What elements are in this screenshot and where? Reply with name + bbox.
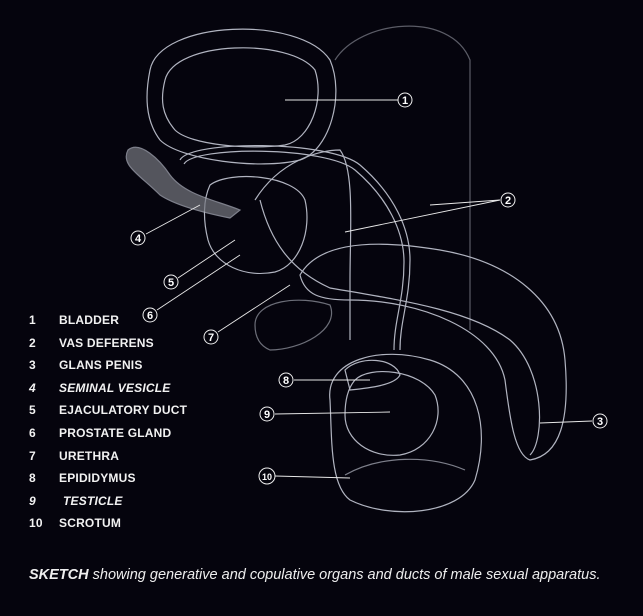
legend-num: 2	[29, 335, 36, 350]
caption-bold: SKETCH	[29, 567, 89, 583]
legend-item: 5 EJACULATORY DUCT	[29, 403, 187, 426]
legend-label: EJACULATORY DUCT	[59, 403, 188, 418]
epididymus	[344, 359, 401, 391]
legend-label: SCROTUM	[59, 516, 122, 531]
testicle	[344, 370, 439, 456]
legend-item: 4 SEMINAL VESICLE	[29, 381, 187, 404]
body-outline	[334, 25, 471, 330]
legend: 1 BLADDER 2 VAS DEFERENS 3 GLANS PENIS 4 SEM…	[29, 313, 187, 539]
legend-label: VAS DEFERENS	[59, 335, 154, 350]
legend-num: 7	[29, 448, 36, 463]
caption: SKETCH showing generative and copulative…	[29, 566, 619, 584]
vas-deferens	[179, 144, 411, 351]
callout-8: 8	[283, 375, 289, 387]
callout-1: 1	[402, 95, 408, 107]
legend-item: 1 BLADDER	[29, 313, 187, 336]
bladder	[146, 28, 337, 165]
caption-text: showing generative and copulative organs…	[88, 567, 601, 583]
legend-num: 5	[29, 403, 36, 418]
legend-label: TESTICLE	[63, 493, 123, 508]
urethra	[259, 199, 541, 456]
legend-label: BLADDER	[59, 313, 120, 327]
callout-9: 9	[264, 409, 270, 421]
callout-2: 2	[505, 195, 511, 207]
legend-label: SEMINAL VESICLE	[59, 380, 171, 395]
legend-item: 10 SCROTUM	[29, 516, 187, 539]
legend-item: 9 TESTICLE	[29, 494, 187, 517]
callout-4: 4	[135, 233, 142, 245]
legend-item: 6 PROSTATE GLAND	[29, 426, 187, 449]
legend-item: 8 EPIDIDYMUS	[29, 471, 187, 494]
penis	[299, 243, 567, 461]
callout-3: 3	[597, 416, 603, 428]
callout-6: 6	[147, 310, 153, 322]
legend-num: 9	[29, 493, 36, 508]
prostate-gland	[203, 175, 308, 274]
legend-num: 3	[29, 358, 36, 373]
legend-num: 6	[29, 425, 36, 440]
legend-num: 1	[29, 313, 36, 327]
scrotum	[329, 353, 482, 513]
legend-num: 8	[29, 471, 36, 486]
legend-item: 7 URETHRA	[29, 449, 187, 472]
seminal-vesicle	[125, 146, 242, 219]
callout-10: 10	[262, 472, 272, 482]
legend-item: 2 VAS DEFERENS	[29, 336, 187, 359]
legend-label: EPIDIDYMUS	[59, 471, 136, 486]
legend-num: 4	[29, 380, 36, 395]
legend-num: 10	[29, 516, 43, 531]
legend-label: URETHRA	[59, 448, 120, 463]
legend-item: 3 GLANS PENIS	[29, 358, 187, 381]
callout-5: 5	[168, 277, 174, 289]
legend-label: PROSTATE GLAND	[59, 425, 172, 440]
callout-7: 7	[208, 332, 214, 344]
legend-label: GLANS PENIS	[59, 358, 143, 373]
